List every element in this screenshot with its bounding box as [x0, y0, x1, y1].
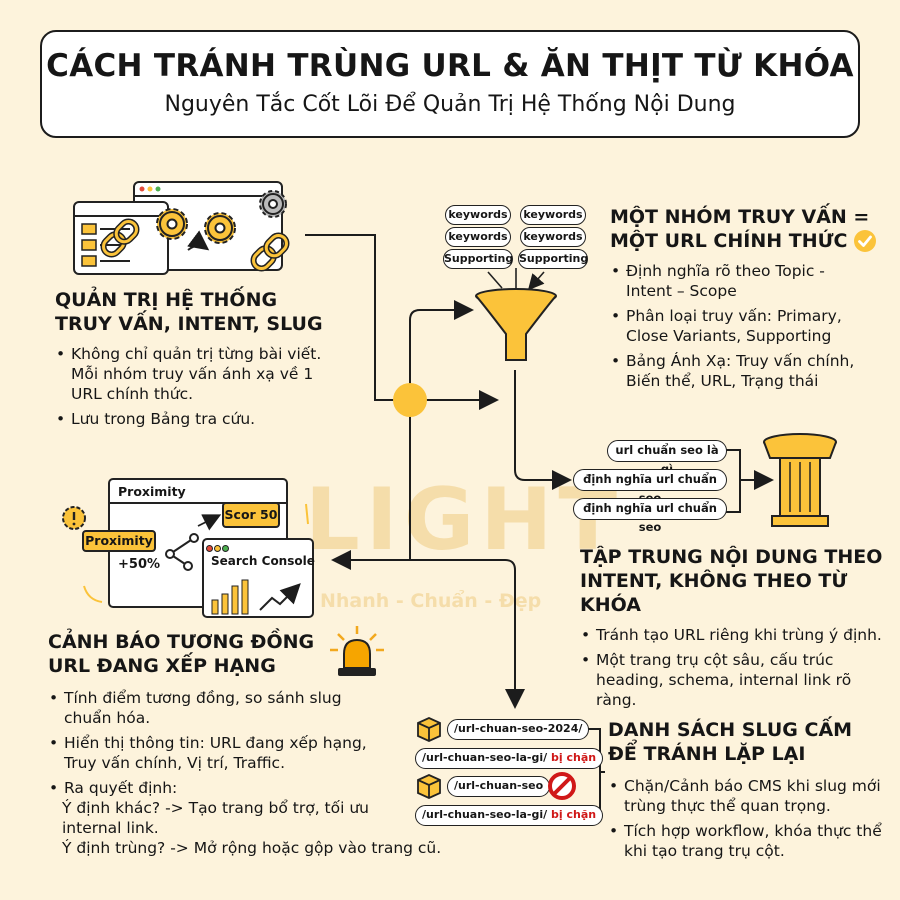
- query-pill: url chuẩn seo là gì: [607, 440, 727, 476]
- hub-node: [393, 383, 427, 417]
- bullet-item: Một trang trụ cột sâu, cấu trúc heading,…: [580, 650, 885, 710]
- watermark-tagline: Nhanh - Chuẩn - Đẹp: [320, 590, 542, 612]
- proximity-tag: Proximity: [82, 530, 156, 552]
- keyword-pill: keywords: [520, 227, 586, 247]
- section-query-system: QUẢN TRỊ HỆ THỐNG TRUY VẤN, INTENT, SLUG…: [55, 288, 355, 434]
- section-slug-blacklist: DANH SÁCH SLUG CẤM ĐỂ TRÁNH LẶP LẠI Chặn…: [608, 718, 893, 866]
- bullet-item: Hiển thị thông tin: URL đang xếp hạng, T…: [48, 733, 368, 773]
- blocked-status: bị chặn: [551, 751, 597, 764]
- slug-item: /url-chuan-seo: [447, 776, 551, 797]
- keyword-pill: keywords: [445, 205, 511, 225]
- box-icon: [417, 774, 441, 799]
- section-title: DANH SÁCH SLUG CẤM ĐỂ TRÁNH LẶP LẠI: [608, 719, 853, 765]
- bullet-item: Ra quyết định:: [48, 778, 368, 798]
- connector-funnel-to-pillar: [514, 370, 572, 490]
- gear-icon: [204, 212, 236, 244]
- supporting-pill: Supporting: [518, 249, 588, 269]
- page-subtitle: Nguyên Tắc Cốt Lõi Để Quản Trị Hệ Thống …: [164, 92, 736, 117]
- bullet-item: Định nghĩa rõ theo Topic - Intent – Scop…: [610, 261, 875, 301]
- decision-text: Ý định khác? -> Tạo trang bổ trợ, tối ưu…: [62, 799, 442, 857]
- title-box: CÁCH TRÁNH TRÙNG URL & ĂN THỊT TỪ KHÓA N…: [40, 30, 860, 138]
- keyword-pill: keywords: [445, 227, 511, 247]
- keyword-pill: keywords: [520, 205, 586, 225]
- search-console-window: Search Console: [202, 538, 315, 618]
- gear-icon: [259, 190, 287, 218]
- slug-item: /url-chuan-seo-la-gi/ bị chặn: [415, 748, 604, 769]
- section-title: TẬP TRUNG NỘI DUNG THEO INTENT, KHÔNG TH…: [580, 546, 883, 616]
- siren-icon: [330, 626, 385, 676]
- bullet-item: Bảng Ánh Xạ: Truy vấn chính, Biến thể, U…: [610, 351, 875, 391]
- section-title: MỘT NHÓM TRUY VẤN = MỘT URL CHÍNH THỨC: [610, 205, 890, 253]
- pillar-bracket: [724, 449, 770, 513]
- section-similarity-alert: CẢNH BÁO TƯƠNG ĐỒNG URL ĐANG XẾP HẠNG Tí…: [48, 626, 478, 858]
- check-badge-icon: [854, 230, 877, 252]
- bullet-item: Phân loại truy vấn: Primary, Close Varia…: [610, 306, 875, 346]
- query-system-illustration: [73, 181, 290, 275]
- section-title: QUẢN TRỊ HỆ THỐNG TRUY VẤN, INTENT, SLUG: [55, 289, 323, 335]
- query-pill: định nghĩa url chuẩn seo: [573, 498, 727, 534]
- bullet-item: Tránh tạo URL riêng khi trùng ý định.: [580, 625, 885, 645]
- section-intent-focus: TẬP TRUNG NỘI DUNG THEO INTENT, KHÔNG TH…: [580, 545, 895, 715]
- box-icon: [417, 717, 441, 742]
- warning-icon: [62, 506, 86, 530]
- blocked-status: bị chặn: [551, 808, 597, 821]
- connector-hub-to-funnel: [409, 300, 474, 400]
- slug-bracket: [585, 728, 605, 816]
- bullet-item: Không chỉ quản trị từng bài viết. Mỗi nh…: [55, 344, 345, 404]
- supporting-pill: Supporting: [443, 249, 513, 269]
- slug-item: /url-chuan-seo-la-gi/ bị chặn: [415, 805, 604, 826]
- bar-chart-icon: [211, 579, 301, 615]
- section-one-url: MỘT NHÓM TRUY VẤN = MỘT URL CHÍNH THỨC Đ…: [610, 205, 890, 396]
- slug-item: /url-chuan-seo-2024/: [447, 719, 590, 740]
- bullet-item: Chặn/Cảnh báo CMS khi slug mới trùng thự…: [608, 776, 888, 816]
- percent-label: +50%: [118, 557, 161, 572]
- bullet-item: Tích hợp workflow, khóa thực thể khi tạo…: [608, 821, 888, 861]
- score-tag: Scor 50: [222, 502, 280, 528]
- chain-link-icon: [250, 232, 290, 272]
- pillar-column-icon: [763, 433, 837, 527]
- section-title: CẢNH BÁO TƯƠNG ĐỒNG URL ĐANG XẾP HẠNG: [48, 631, 315, 677]
- query-pill: định nghĩa url chuẩn seo: [573, 469, 727, 505]
- prohibited-icon: [548, 772, 576, 800]
- funnel-icon: [475, 268, 557, 361]
- chain-link-icon: [100, 218, 140, 258]
- page-title: CÁCH TRÁNH TRÙNG URL & ĂN THỊT TỪ KHÓA: [46, 48, 854, 84]
- bullet-item: Tính điểm tương đồng, so sánh slug chuẩn…: [48, 688, 368, 728]
- connector-query-to-hub: [305, 234, 499, 410]
- gear-icon: [156, 208, 188, 240]
- similarity-network-icon: [62, 503, 309, 603]
- bullet-item: Lưu trong Bảng tra cứu.: [55, 409, 345, 429]
- connector-hub-to-slugs: [410, 559, 525, 709]
